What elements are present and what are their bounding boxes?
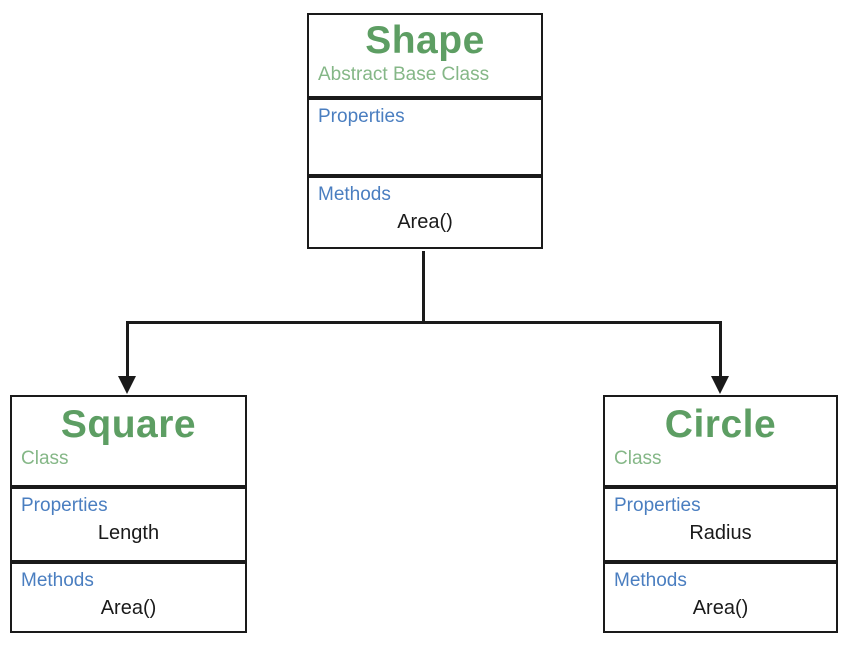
- methods-label: Methods: [318, 184, 391, 205]
- class-box-square: Square Class Properties Length Methods A…: [10, 395, 247, 633]
- method-value: Area(): [100, 597, 157, 619]
- connector-left-line: [126, 321, 129, 379]
- properties-section: Properties: [307, 97, 543, 176]
- connector-horizontal-line: [126, 321, 722, 324]
- class-kind-label: Abstract Base Class: [318, 64, 490, 85]
- arrow-down-icon: [711, 376, 729, 394]
- methods-section: Methods Area(): [10, 561, 247, 633]
- connector-trunk-line: [422, 251, 425, 324]
- method-value: Area(): [397, 211, 453, 233]
- class-kind-label: Class: [614, 448, 662, 469]
- class-title: Shape: [365, 19, 485, 62]
- class-kind-label: Class: [21, 448, 69, 469]
- method-value: Area(): [692, 597, 749, 619]
- property-value: Radius: [689, 522, 752, 544]
- class-header-section: Square Class: [10, 395, 247, 487]
- methods-section: Methods Area(): [307, 175, 543, 249]
- property-value: Length: [97, 522, 160, 544]
- arrow-down-icon: [118, 376, 136, 394]
- methods-label: Methods: [21, 570, 94, 591]
- properties-label: Properties: [21, 495, 108, 516]
- class-header-section: Shape Abstract Base Class: [307, 13, 543, 98]
- properties-label: Properties: [614, 495, 701, 516]
- properties-label: Properties: [318, 106, 405, 127]
- connector-right-line: [719, 321, 722, 379]
- class-header-section: Circle Class: [603, 395, 838, 487]
- properties-section: Properties Radius: [603, 486, 838, 562]
- class-title: Circle: [664, 403, 777, 446]
- methods-section: Methods Area(): [603, 561, 838, 633]
- properties-section: Properties Length: [10, 486, 247, 562]
- class-box-shape: Shape Abstract Base Class Properties Met…: [307, 13, 543, 249]
- class-title: Square: [60, 403, 197, 446]
- class-box-circle: Circle Class Properties Radius Methods A…: [603, 395, 838, 633]
- methods-label: Methods: [614, 570, 687, 591]
